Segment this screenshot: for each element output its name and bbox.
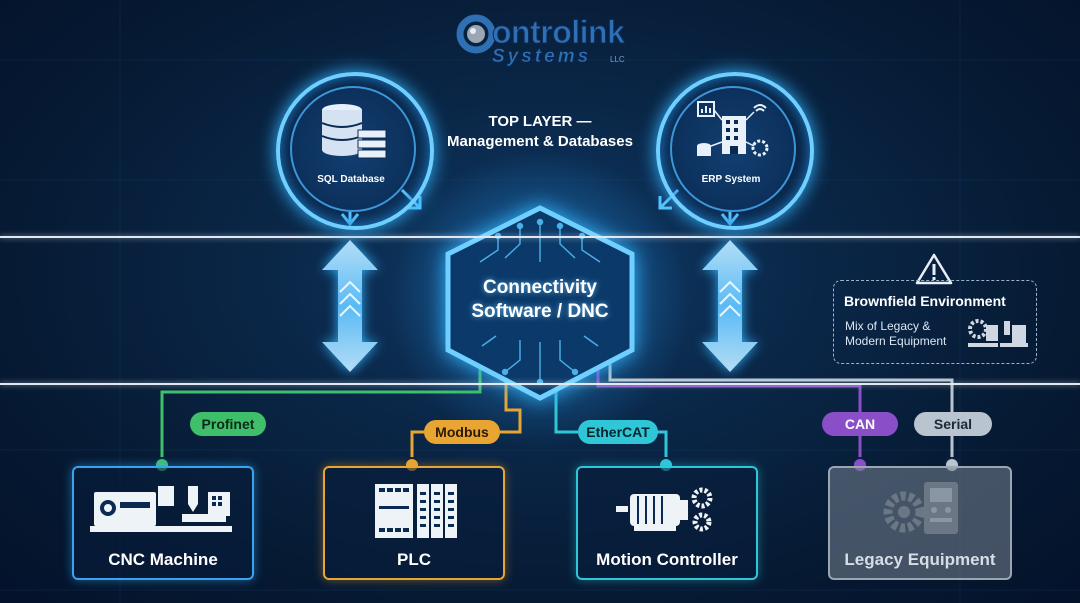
- bottom-divider-line: [0, 383, 1080, 385]
- brownfield-line1: Mix of Legacy &: [845, 319, 931, 333]
- top-layer-heading: TOP LAYER — Management & Databases: [420, 112, 660, 152]
- hub-hexagon: [445, 205, 635, 401]
- legacy-equipment-label: Legacy Equipment: [844, 550, 996, 569]
- legacy-gear-panel-icon: [883, 482, 958, 534]
- profinet-pill: Profinet: [190, 412, 266, 436]
- brownfield-description: Mix of Legacy & Modern Equipment: [845, 319, 946, 349]
- controlink-logo: ontrolink Systems LLC: [452, 8, 632, 70]
- modbus-wire: [410, 372, 522, 464]
- profinet-wire: [160, 368, 482, 464]
- right-double-arrow: [702, 240, 758, 372]
- cnc-machine-label: CNC Machine: [108, 550, 218, 569]
- sql-database-node: SQL Database: [276, 72, 434, 230]
- erp-system-node: ERP System: [656, 72, 814, 230]
- legacy-equipment-box: Legacy Equipment: [828, 466, 1012, 580]
- brownfield-line2: Modern Equipment: [845, 334, 947, 348]
- top-divider-line: [0, 236, 1080, 238]
- top-layer-line1: TOP LAYER —: [488, 113, 592, 130]
- motion-controller-label: Motion Controller: [596, 550, 738, 569]
- cnc-machine-icon: [90, 486, 232, 532]
- ethercat-pill: EtherCAT: [578, 420, 658, 444]
- hub-line2: Software / DNC: [471, 301, 609, 322]
- mixed-equipment-icon: [968, 319, 1028, 347]
- modbus-pill: Modbus: [424, 420, 500, 444]
- brownfield-title: Brownfield Environment: [844, 293, 1006, 309]
- motion-controller-box: Motion Controller: [576, 466, 758, 580]
- plc-label: PLC: [397, 550, 431, 569]
- database-icon: [321, 104, 387, 159]
- logo-llc: LLC: [610, 55, 625, 64]
- warning-icon: [915, 253, 953, 285]
- plc-icon: [375, 484, 457, 538]
- can-pill: CAN: [822, 412, 898, 436]
- cnc-machine-box: CNC Machine: [72, 466, 254, 580]
- left-double-arrow: [322, 240, 378, 372]
- top-layer-line2: Management & Databases: [447, 133, 633, 150]
- logo-subtitle: Systems: [492, 46, 592, 68]
- motor-gears-icon: [616, 487, 713, 532]
- logo-word: ontrolink: [491, 14, 625, 51]
- erp-system-label: ERP System: [701, 174, 761, 185]
- hub-line1: Connectivity: [482, 277, 598, 298]
- brownfield-environment-box: Brownfield Environment Mix of Legacy & M…: [833, 280, 1037, 364]
- logo-ring-icon: [456, 14, 496, 54]
- serial-pill: Serial: [914, 412, 992, 436]
- plc-box: PLC: [323, 466, 505, 580]
- erp-building-icon: [697, 101, 769, 157]
- sql-database-label: SQL Database: [317, 174, 385, 185]
- connectivity-hub-label: Connectivity Software / DNC: [450, 276, 630, 324]
